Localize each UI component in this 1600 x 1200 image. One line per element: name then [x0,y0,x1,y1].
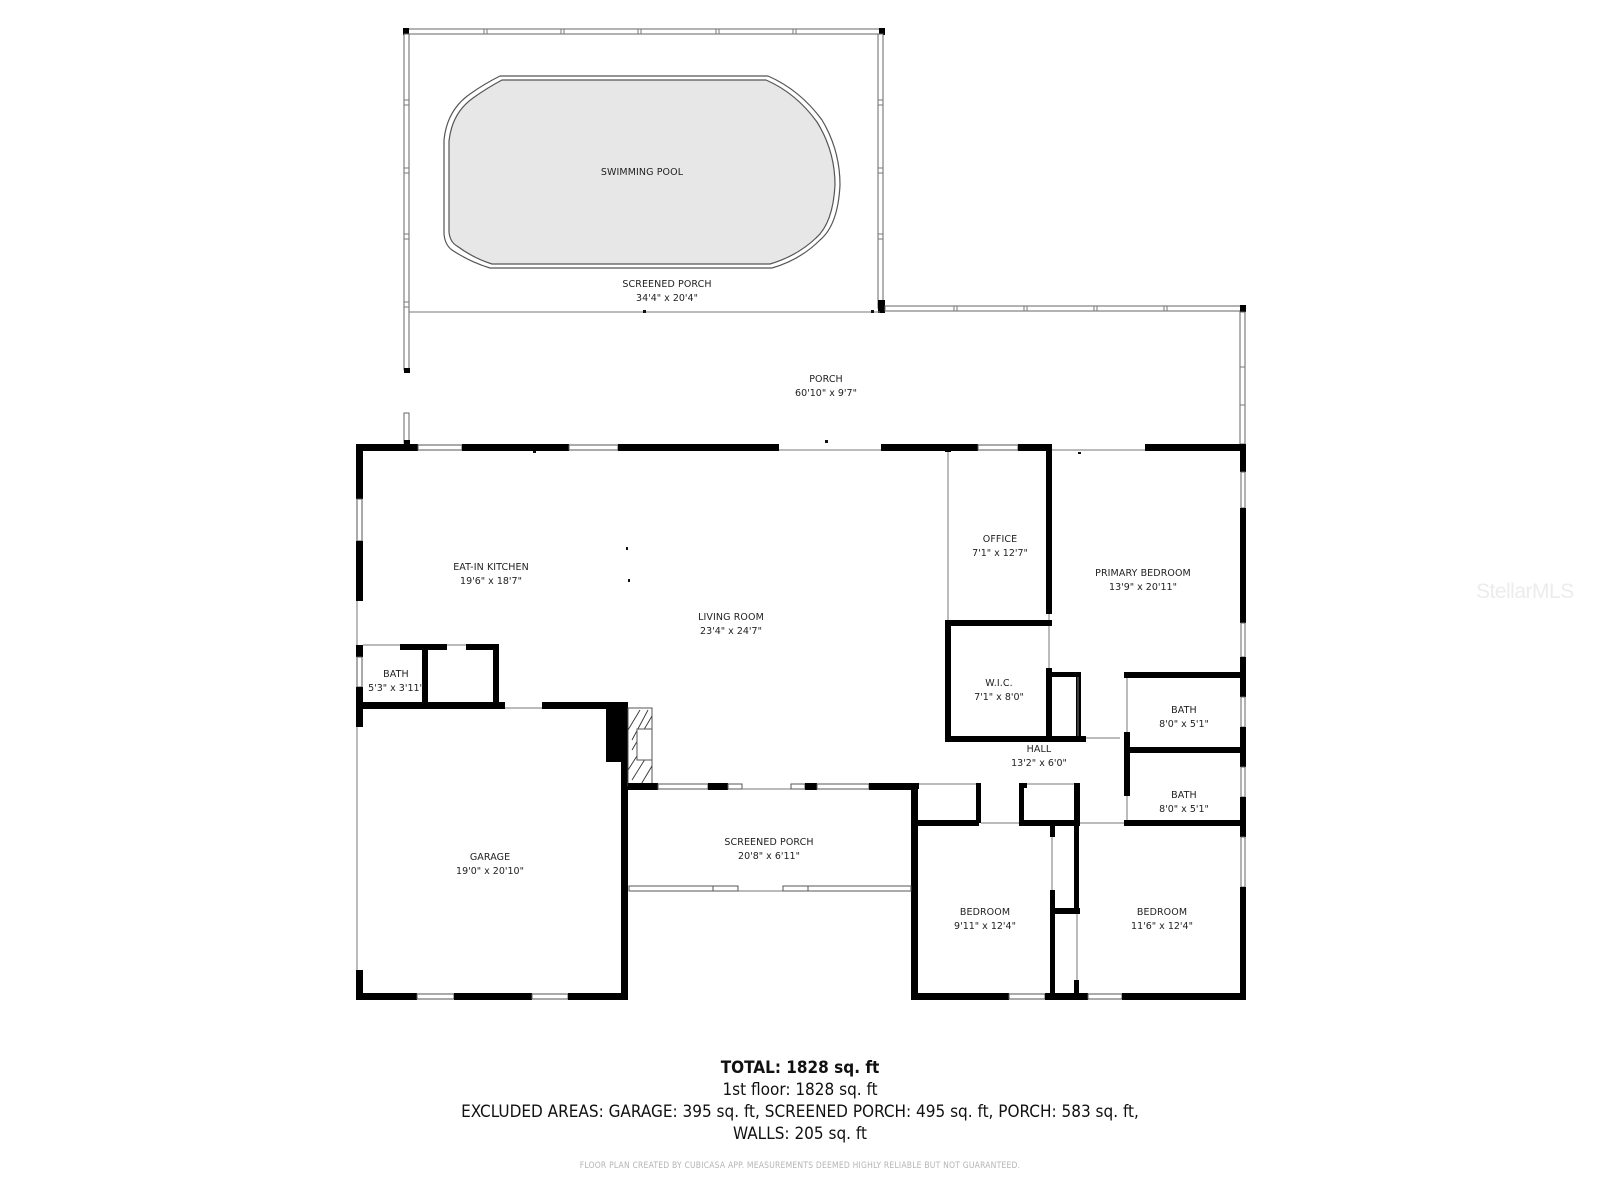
summary-total: TOTAL: 1828 sq. ft [720,1058,880,1078]
room-dims-bedroom-left: 9'11" x 12'4" [954,921,1016,932]
room-label-hall: HALL [1027,744,1052,755]
room-dims-garage: 19'0" x 20'10" [456,866,524,877]
summary-first-floor: 1st floor: 1828 sq. ft [722,1080,878,1100]
bedrooms-walls: BEDROOM 9'11" x 12'4" BEDROOM 11'6" x 12… [911,783,1193,1000]
room-dims-office: 7'1" x 12'7" [972,548,1028,559]
small-bath-walls: BATH 5'3" x 3'11" [356,644,628,762]
room-label-porch: PORCH [809,374,843,385]
room-dims-screened-porch-bottom: 20'8" x 6'11" [738,851,800,862]
room-label-screened-porch-top: SCREENED PORCH [622,279,711,290]
room-label-bedroom-right: BEDROOM [1137,907,1187,918]
room-dims-bath-small: 5'3" x 3'11" [368,683,424,694]
room-dims-living-room: 23'4" x 24'7" [700,626,762,637]
room-label-wic: W.I.C. [985,678,1012,689]
watermark: StellarMLS [1476,580,1574,603]
lower-screened-porch: SCREENED PORCH 20'8" x 6'11" [628,783,918,892]
room-dims-porch: 60'10" x 9'7" [795,388,857,399]
room-dims-primary-bedroom: 13'9" x 20'11" [1109,582,1177,593]
room-label-garage: GARAGE [470,852,510,863]
room-label-bath-upper: BATH [1171,705,1197,716]
room-dims-bath-lower: 8'0" x 5'1" [1159,804,1209,815]
bedroom-wing-walls: OFFICE 7'1" x 12'7" PRIMARY BEDROOM 13'9… [945,444,1246,826]
room-label-screened-porch-bottom: SCREENED PORCH [724,837,813,848]
room-label-bedroom-left: BEDROOM [960,907,1010,918]
room-label-bath-small: BATH [383,669,409,680]
disclaimer: FLOOR PLAN CREATED BY CUBICASA APP. MEAS… [579,1161,1021,1171]
room-label-living-room: LIVING ROOM [698,612,764,623]
room-label-primary-bedroom: PRIMARY BEDROOM [1095,568,1191,579]
main-room-labels: EAT-IN KITCHEN 19'6" x 18'7" LIVING ROOM… [453,451,1081,877]
exterior-walls [356,444,1246,1000]
room-dims-bedroom-right: 11'6" x 12'4" [1131,921,1193,932]
summary-excluded-areas: EXCLUDED AREAS: GARAGE: 395 sq. ft, SCRE… [461,1102,1139,1122]
room-dims-wic: 7'1" x 8'0" [974,692,1024,703]
room-label-office: OFFICE [983,534,1017,545]
room-dims-bath-upper: 8'0" x 5'1" [1159,719,1209,730]
room-dims-hall: 13'2" x 6'0" [1011,758,1067,769]
summary-walls: WALLS: 205 sq. ft [733,1124,867,1144]
pool-enclosure: SWIMMING POOL SCREENED PORCH 34'4" x 20'… [403,28,885,371]
room-dims-screened-porch-top: 34'4" x 20'4" [636,293,698,304]
room-label-swimming-pool: SWIMMING POOL [601,167,684,178]
porch-area: PORCH 60'10" x 9'7" [403,305,1246,446]
room-label-eat-in-kitchen: EAT-IN KITCHEN [453,562,529,573]
room-dims-eat-in-kitchen: 19'6" x 18'7" [460,576,522,587]
room-label-bath-lower: BATH [1171,790,1197,801]
fireplace [627,707,653,787]
